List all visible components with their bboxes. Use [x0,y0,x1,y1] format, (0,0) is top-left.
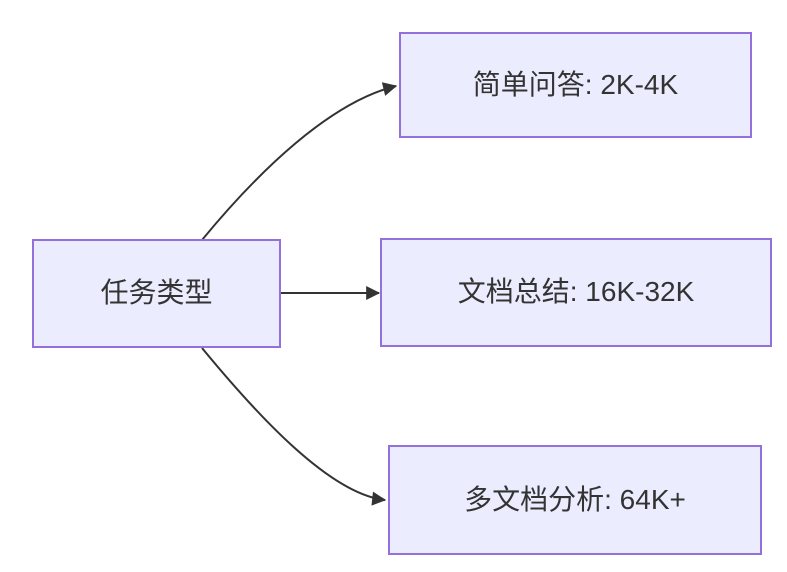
node-multi-doc-analysis-label: 多文档分析: 64K+ [464,483,686,515]
node-task-type-label: 任务类型 [100,277,213,309]
edge-root-to-multi-doc [201,347,387,506]
node-doc-summary: 文档总结: 16K-32K [380,238,772,347]
node-simple-qa-label: 简单问答: 2K-4K [472,68,679,100]
node-doc-summary-label: 文档总结: 16K-32K [457,276,695,308]
node-task-type: 任务类型 [32,239,281,348]
node-multi-doc-analysis: 多文档分析: 64K+ [388,445,762,555]
node-simple-qa: 简单问答: 2K-4K [399,32,752,138]
edge-root-to-simple-qa [201,82,398,241]
